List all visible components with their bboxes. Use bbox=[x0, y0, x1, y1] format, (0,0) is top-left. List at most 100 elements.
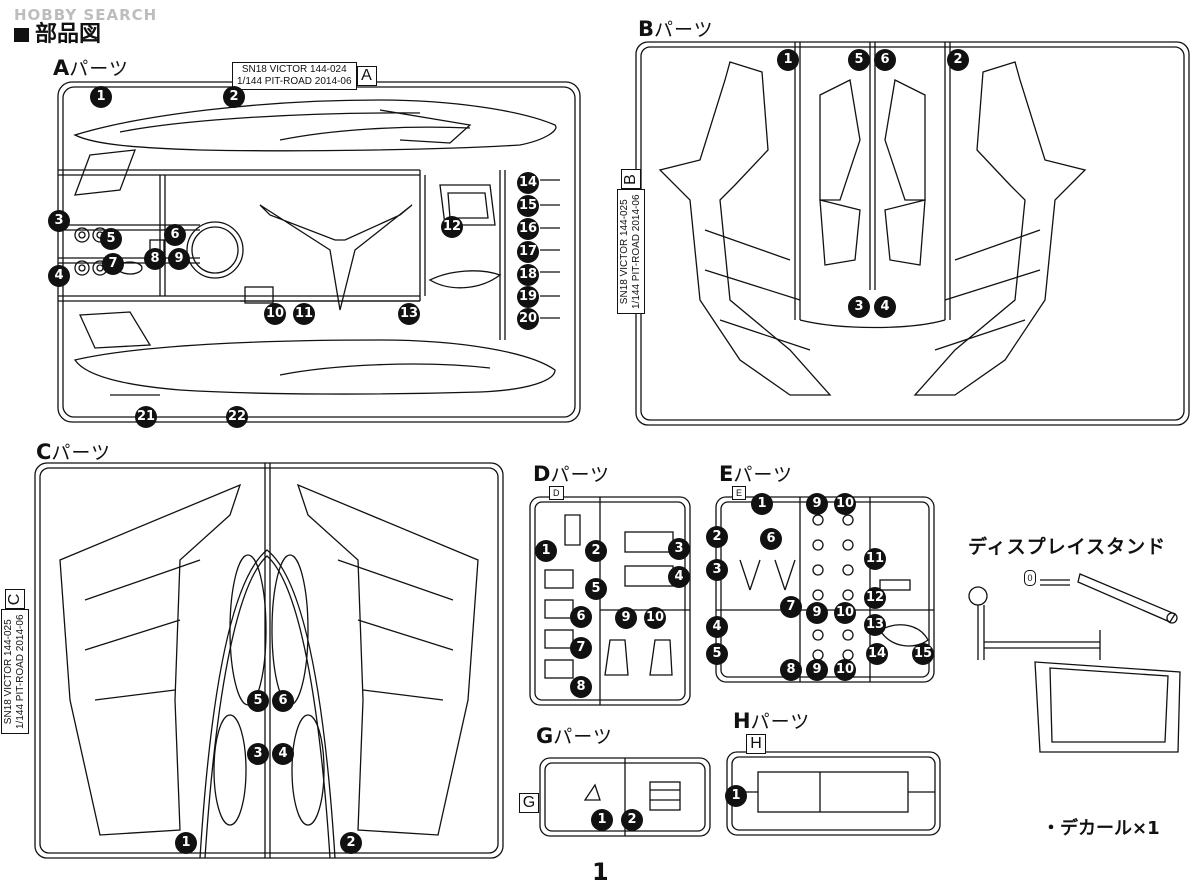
sprue-b-wing-right bbox=[913, 61, 1087, 396]
part-number-e: 5 bbox=[706, 643, 728, 665]
sprue-a-tag-line2: 1/144 PIT-ROAD 2014-06 bbox=[237, 76, 352, 87]
part-number-a: 13 bbox=[398, 303, 420, 325]
part-number-e: 15 bbox=[912, 643, 934, 665]
sprue-a-tag: SN18 VICTOR 144-024 1/144 PIT-ROAD 2014-… bbox=[232, 62, 377, 90]
part-number-h: 1 bbox=[725, 785, 747, 807]
part-number-d: 5 bbox=[585, 578, 607, 600]
part-number-a: 19 bbox=[517, 286, 539, 308]
part-number-g: 2 bbox=[621, 809, 643, 831]
sprue-b-tag-letter: B bbox=[621, 169, 641, 190]
sprue-h-label: Hパーツ bbox=[733, 709, 811, 733]
sprue-b-wing-left bbox=[658, 61, 832, 396]
part-number-d: 7 bbox=[570, 637, 592, 659]
part-number-e: 1 bbox=[751, 493, 773, 515]
part-number-e: 10 bbox=[834, 493, 856, 515]
sprue-c-tag-letter: C bbox=[5, 589, 25, 610]
part-number-d: 6 bbox=[570, 606, 592, 628]
sprue-h-frame bbox=[726, 751, 941, 836]
sprue-a-tag-line1: SN18 VICTOR 144-024 bbox=[241, 64, 347, 75]
sprue-c-frame bbox=[34, 462, 504, 859]
display-stand-parts bbox=[968, 573, 1181, 753]
part-number-e: 13 bbox=[864, 614, 886, 636]
sprue-c-wing-left bbox=[59, 483, 242, 836]
sprue-a-fuselage-bottom bbox=[73, 311, 556, 396]
sprue-b-label: Bパーツ bbox=[638, 17, 714, 41]
part-number-e: 8 bbox=[780, 659, 802, 681]
part-number-a: 2 bbox=[223, 86, 245, 108]
sprue-a-frame bbox=[57, 81, 581, 423]
sprue-c-label: Cパーツ bbox=[36, 440, 112, 464]
sprue-c-tag-line1: SN18 VICTOR 144-025 bbox=[3, 619, 14, 725]
part-number-e: 3 bbox=[706, 559, 728, 581]
part-number-a: 7 bbox=[102, 253, 124, 275]
part-number-a: 16 bbox=[517, 218, 539, 240]
part-number-e: 4 bbox=[706, 616, 728, 638]
watermark: HOBBY SEARCH bbox=[14, 6, 158, 24]
part-number-a: 21 bbox=[135, 406, 157, 428]
sprue-h-tag-letter: H bbox=[746, 734, 766, 754]
title-square-icon bbox=[14, 28, 29, 42]
sprue-b-tag-line1: SN18 VICTOR 144-025 bbox=[619, 199, 630, 305]
part-number-a: 18 bbox=[517, 264, 539, 286]
part-number-c: 3 bbox=[247, 743, 269, 765]
part-number-c: 1 bbox=[175, 832, 197, 854]
part-number-a: 12 bbox=[441, 216, 463, 238]
part-number-a: 5 bbox=[100, 228, 122, 250]
part-number-d: 4 bbox=[668, 566, 690, 588]
part-number-a: 10 bbox=[264, 303, 286, 325]
part-number-e: 10 bbox=[834, 602, 856, 624]
part-number-a: 6 bbox=[164, 224, 186, 246]
part-number-c: 5 bbox=[247, 690, 269, 712]
part-number-a: 15 bbox=[517, 195, 539, 217]
sprue-b-flaps bbox=[819, 79, 926, 266]
part-number-a: 8 bbox=[144, 248, 166, 270]
sprue-c-wing-right bbox=[296, 483, 479, 836]
sprue-d-frame bbox=[529, 496, 691, 706]
sprue-c-pods bbox=[213, 554, 325, 826]
part-number-a: 1 bbox=[90, 86, 112, 108]
part-number-c: 2 bbox=[340, 832, 362, 854]
decal-count: ・デカール×1 bbox=[1042, 818, 1160, 839]
part-number-e: 6 bbox=[760, 528, 782, 550]
part-number-e: 7 bbox=[780, 596, 802, 618]
sprue-b-tag: SN18 VICTOR 144-025 1/144 PIT-ROAD 2014-… bbox=[617, 164, 645, 314]
sprue-a-label: Aパーツ bbox=[53, 56, 129, 80]
part-number-e: 9 bbox=[806, 659, 828, 681]
part-number-b: 6 bbox=[874, 49, 896, 71]
part-number-a: 14 bbox=[517, 172, 539, 194]
part-number-e: 9 bbox=[806, 602, 828, 624]
part-number-d: 8 bbox=[570, 676, 592, 698]
part-number-e: 12 bbox=[864, 587, 886, 609]
sprue-e-frame bbox=[715, 496, 935, 683]
sprue-c-tag: SN18 VICTOR 144-025 1/144 PIT-ROAD 2014-… bbox=[1, 584, 29, 734]
page-title: 部品図 bbox=[14, 16, 101, 48]
part-number-a: 20 bbox=[517, 308, 539, 330]
part-number-g: 1 bbox=[591, 809, 613, 831]
part-number-d: 1 bbox=[535, 540, 557, 562]
sprue-a-gates bbox=[540, 179, 560, 319]
sprue-d-label: Dパーツ bbox=[533, 462, 611, 486]
sprue-a-tailplane bbox=[259, 204, 413, 311]
sprue-g-label: Gパーツ bbox=[536, 724, 613, 748]
part-number-e: 10 bbox=[834, 659, 856, 681]
part-number-e: 9 bbox=[806, 493, 828, 515]
part-number-a: 11 bbox=[293, 303, 315, 325]
sprue-c-tag-line2: 1/144 PIT-ROAD 2014-06 bbox=[15, 614, 26, 729]
part-number-e: 14 bbox=[866, 643, 888, 665]
display-stand-tag: 0 bbox=[1024, 570, 1036, 586]
display-stand-title: ディスプレイスタンド bbox=[968, 536, 1167, 558]
part-number-d: 2 bbox=[585, 540, 607, 562]
sprue-g-tag-letter: G bbox=[519, 793, 539, 813]
page-number: 1 bbox=[592, 858, 609, 886]
part-number-d: 10 bbox=[644, 607, 666, 629]
part-number-b: 3 bbox=[848, 296, 870, 318]
part-number-b: 5 bbox=[848, 49, 870, 71]
part-number-c: 4 bbox=[272, 743, 294, 765]
part-number-b: 1 bbox=[777, 49, 799, 71]
sprue-b-tag-line2: 1/144 PIT-ROAD 2014-06 bbox=[631, 194, 642, 309]
part-number-e: 11 bbox=[864, 548, 886, 570]
sprue-a-small-parts bbox=[74, 184, 502, 304]
sprue-d-tag-letter: D bbox=[549, 486, 564, 500]
sprue-a-tag-letter: A bbox=[356, 66, 377, 86]
sprue-e-label: Eパーツ bbox=[719, 462, 793, 486]
